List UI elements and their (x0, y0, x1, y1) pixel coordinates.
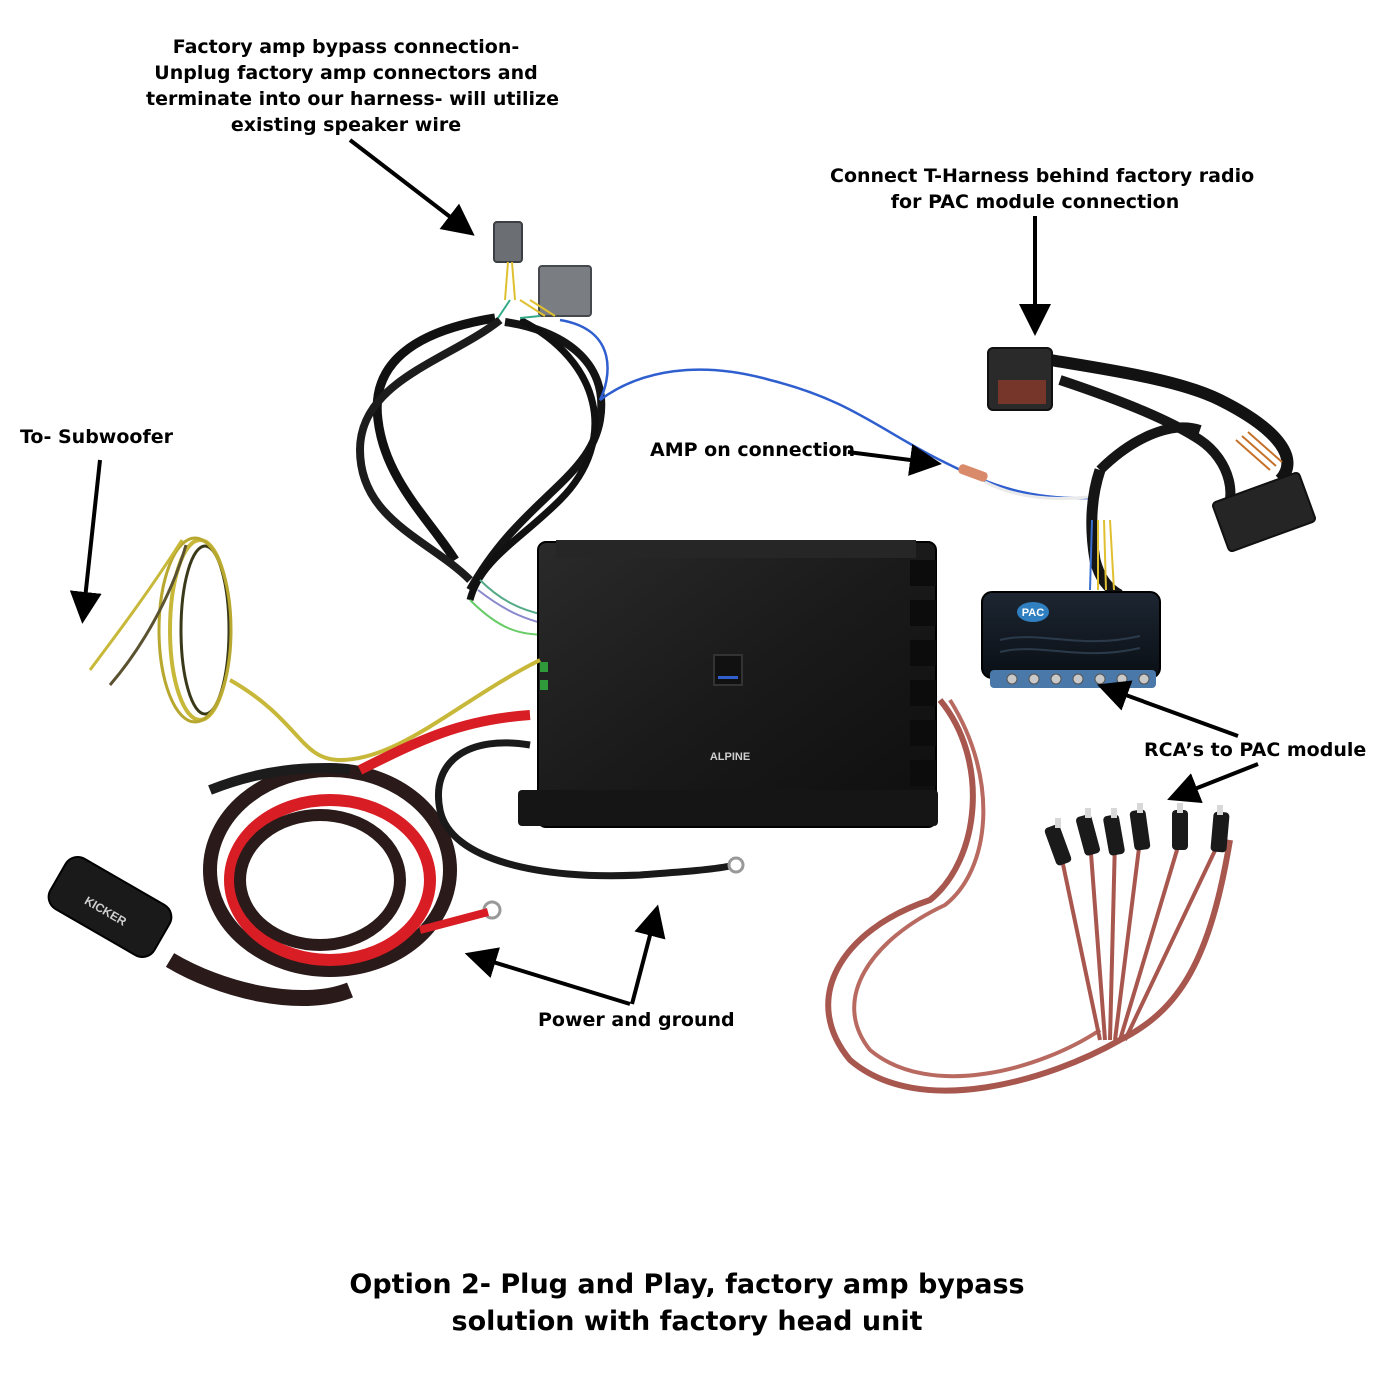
arrow-amp-on (847, 444, 942, 476)
label-line: for PAC module connection (890, 191, 1180, 213)
amp-center-logo (713, 654, 743, 686)
arrow-subwoofer (69, 459, 102, 624)
arrow-ground (630, 904, 666, 1005)
t-harness (987, 347, 1316, 600)
arrow-power (464, 947, 631, 1006)
amp-brand-text: ALPINE (710, 751, 750, 763)
diagram-caption: Option 2- Plug and Play, factory amp byp… (287, 1266, 1087, 1340)
power-wire (203, 710, 531, 977)
pac-logo (1017, 602, 1049, 622)
kicker-fuse-holder: KICKER (47, 856, 353, 1007)
label-power-ground: Power and ground (538, 1009, 735, 1031)
label-line: Connect T-Harness behind factory radio (830, 165, 1255, 187)
label-t-harness: Connect T-Harness behind factory radio f… (830, 163, 1255, 215)
label-factory-amp-bypass: Factory amp bypass connection- Unplug fa… (146, 34, 559, 138)
amp-remote-wire (559, 318, 1091, 500)
bypass-connector-large (538, 265, 592, 317)
label-line: terminate into our harness- will utilize (146, 88, 559, 110)
alpine-amplifier: ALPINE (518, 540, 938, 828)
factory-bypass-harness (355, 221, 606, 636)
pac-logo-text: PAC (1022, 607, 1044, 619)
caption-line: solution with factory head unit (451, 1306, 923, 1337)
label-amp-on: AMP on connection (650, 439, 856, 461)
label-rca: RCA’s to PAC module (1144, 739, 1367, 761)
label-line: Factory amp bypass connection- (172, 36, 520, 58)
label-line: Unplug factory amp connectors and (154, 62, 538, 84)
label-line: existing speaker wire (230, 114, 462, 136)
arrow-rca-pac (1096, 680, 1239, 738)
caption-line: Option 2- Plug and Play, factory amp byp… (349, 1269, 1025, 1300)
annotation-arrows (69, 138, 1259, 1006)
pac-module: PAC (981, 591, 1161, 688)
arrow-bypass (348, 138, 475, 236)
ground-wire (435, 739, 745, 880)
arrow-rca-plugs (1167, 762, 1259, 804)
label-subwoofer: To- Subwoofer (20, 426, 173, 448)
bypass-connector-small (493, 221, 523, 263)
subwoofer-wire (88, 536, 541, 763)
t-harness-connector-vehicle (1212, 471, 1316, 553)
rca-cables (825, 698, 1233, 1094)
